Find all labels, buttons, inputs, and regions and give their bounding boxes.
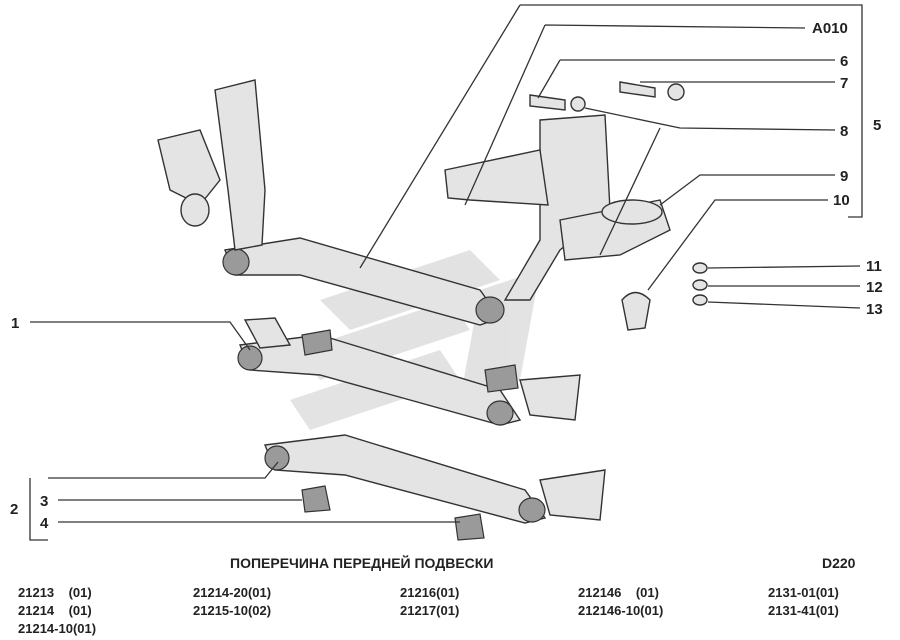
model-code: 21214-10(01) <box>18 621 97 636</box>
callout-5: 5 <box>873 117 881 134</box>
callout-13: 13 <box>866 301 883 318</box>
model-code: 2131-01(01) <box>768 585 839 600</box>
callout-a010: A010 <box>812 20 848 37</box>
model-code: 21215-10(02) <box>193 603 272 618</box>
callout-9: 9 <box>840 168 848 185</box>
callout-1: 1 <box>11 315 19 332</box>
callout-8: 8 <box>840 123 848 140</box>
crossmember-middle <box>237 317 581 426</box>
callout-3: 3 <box>40 493 48 510</box>
model-code: 21217(01) <box>400 603 460 618</box>
callout-4: 4 <box>40 515 49 532</box>
callout-7: 7 <box>840 75 848 92</box>
model-code: 2131-41(01) <box>768 603 839 618</box>
callout-12: 12 <box>866 279 883 296</box>
callout-2: 2 <box>10 501 18 518</box>
crossmember-bottom <box>264 434 606 541</box>
model-code: 212146 (01) <box>578 585 659 600</box>
leader-lines <box>29 4 863 541</box>
model-code: 212146-10(01) <box>578 603 664 618</box>
diagram-code: D220 <box>822 555 856 571</box>
model-code: 21213 (01) <box>18 585 92 600</box>
callout-11: 11 <box>866 258 882 275</box>
model-code: 21216(01) <box>400 585 460 600</box>
crossmember-assembly-top <box>157 79 708 331</box>
model-code: 21214-20(01) <box>193 585 272 600</box>
callout-6: 6 <box>840 53 848 70</box>
diagram-title: ПОПЕРЕЧИНА ПЕРЕДНЕЙ ПОДВЕСКИ <box>230 555 494 571</box>
callout-10: 10 <box>833 192 850 209</box>
model-code: 21214 (01) <box>18 603 92 618</box>
